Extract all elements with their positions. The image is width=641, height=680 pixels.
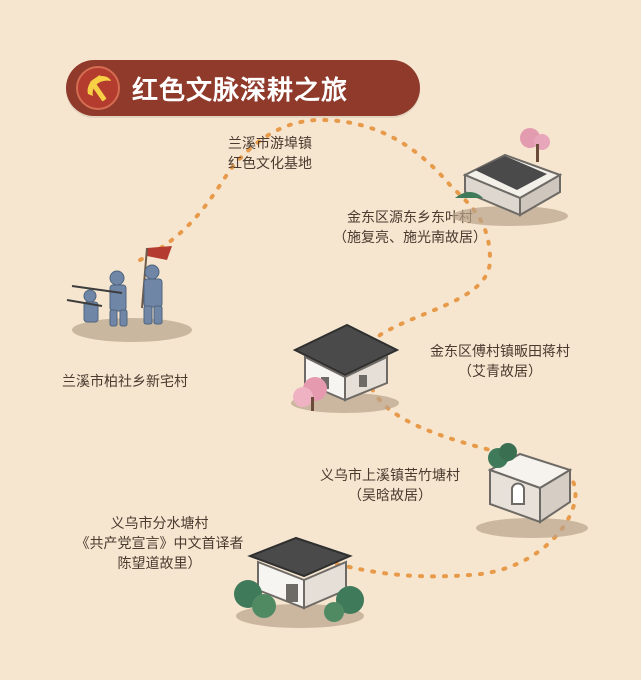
ancestral-residence-with-trees-illustration xyxy=(234,536,364,628)
soldiers-with-flag-illustration xyxy=(66,246,192,342)
stop-label-2: 金东区源东乡东叶村 （施复亮、施光南故居） xyxy=(333,210,487,246)
gate-house-illustration xyxy=(476,443,588,538)
banner-title: 红色文脉深耕之旅 xyxy=(132,76,349,106)
stop-label-1: 兰溪市游埠镇 红色文化基地 xyxy=(228,136,312,172)
stop-label-5: 义乌市上溪镇苦竹塘村 （吴晗故居） xyxy=(320,468,460,504)
stop-label-6: 义乌市分水塘村 《共产党宣言》中文首译者 陈望道故里） xyxy=(75,516,244,572)
stop-label-3: 兰溪市柏社乡新宅村 xyxy=(62,374,188,390)
stop-label-4: 金东区傅村镇畈田蒋村 （艾青故居） xyxy=(430,344,570,380)
white-wall-house-with-blossom-tree-illustration xyxy=(291,323,400,413)
title-banner: 红色文脉深耕之旅 xyxy=(66,60,420,116)
traditional-courtyard-house-illustration xyxy=(452,128,568,226)
hammer-and-sickle-icon xyxy=(76,66,120,110)
